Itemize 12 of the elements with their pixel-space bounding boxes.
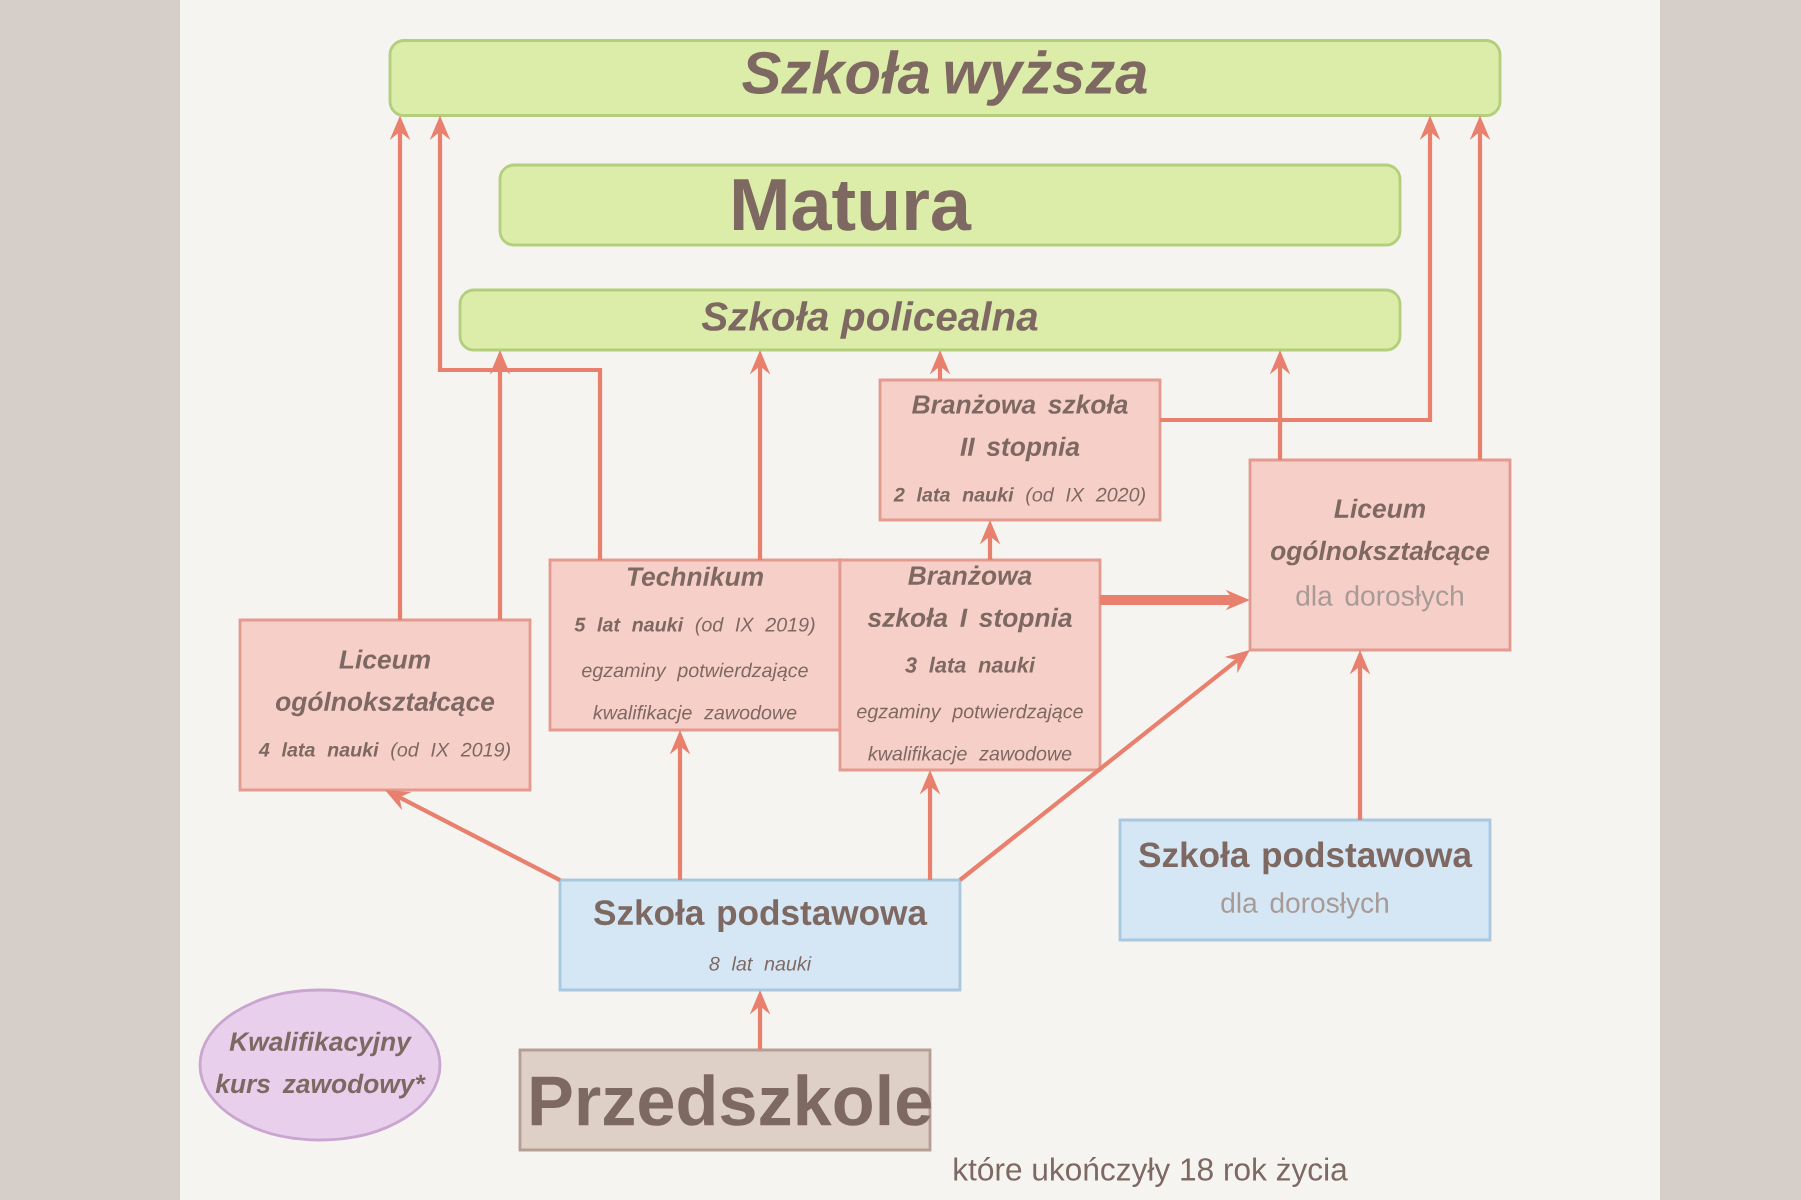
school-box: Branżowa szkoła I stopnia 3 lata nauki egzaminy potwierdzające kwalifikacje zawodowe (838, 558, 1102, 772)
school-box: Branżowa szkoła II stopnia 2 lata nauki (od IX 2020) (878, 378, 1162, 522)
preschool-box: Przedszkole (518, 1048, 932, 1152)
band: Szkoła wyższa (388, 39, 1502, 117)
school-box: Szkoła podstawowa dla dorosłych (1118, 818, 1492, 942)
school-box: Technikum 5 lat nauki (od IX 2019) egzaminy potwierdzające kwalifikacje zawodowe (548, 558, 842, 732)
school-box: Liceum ogólnokształcące 4 lata nauki (od IX 2019) (238, 618, 532, 792)
school-box: Liceum ogólnokształcące dla dorosłych (1248, 458, 1512, 652)
band: Szkoła policealna (458, 288, 1402, 352)
band: Matura (498, 163, 1402, 247)
footnote: które ukończyły 18 rok życia (954, 1157, 1348, 1187)
school-box: Szkoła podstawowa 8 lat nauki (558, 878, 962, 992)
